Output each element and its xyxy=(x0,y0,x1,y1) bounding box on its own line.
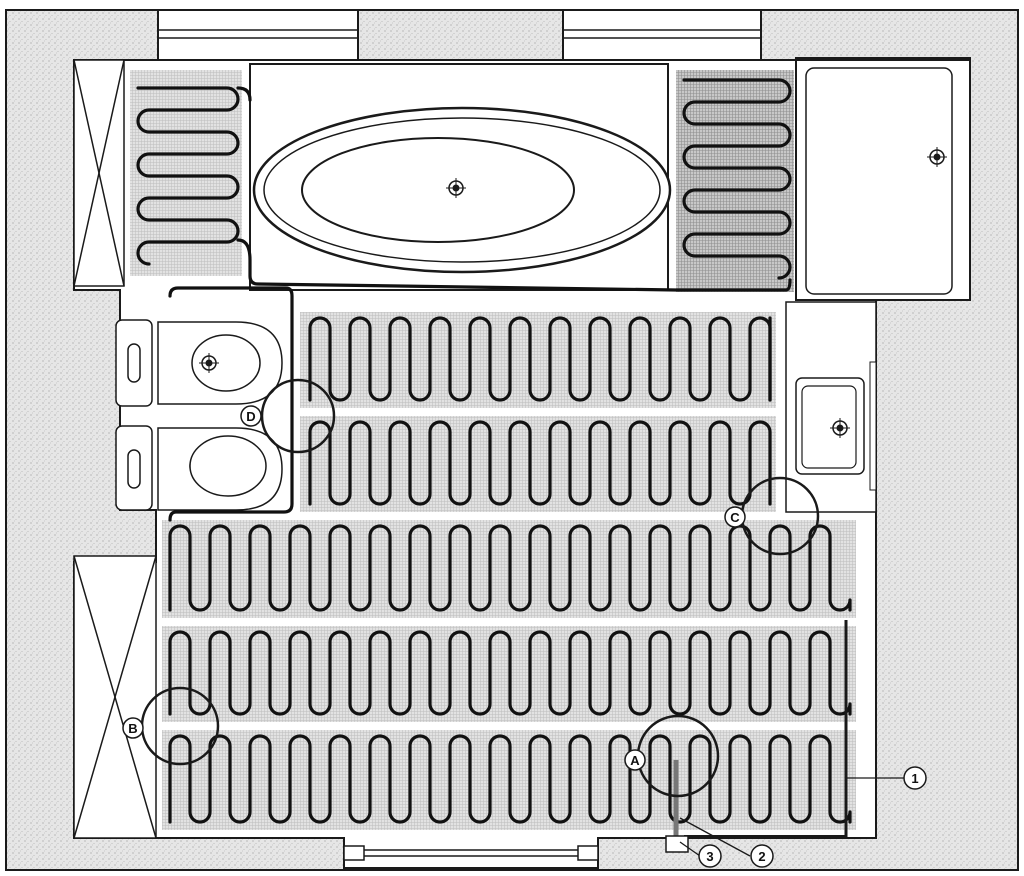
cable-run-row-4 xyxy=(168,630,852,716)
svg-text:2: 2 xyxy=(758,849,765,864)
number-1: 1 xyxy=(903,766,927,790)
svg-text:C: C xyxy=(730,510,740,525)
svg-text:1: 1 xyxy=(911,771,918,786)
feed-cable xyxy=(665,620,848,853)
cable-link-left xyxy=(236,86,252,102)
svg-text:A: A xyxy=(630,753,640,768)
number-2: 2 xyxy=(750,844,774,868)
drain-icon xyxy=(199,147,947,438)
door-icon xyxy=(343,845,599,861)
cable-run-row-2 xyxy=(308,420,772,506)
callout-D: D xyxy=(240,405,262,427)
svg-text:D: D xyxy=(246,409,255,424)
svg-text:3: 3 xyxy=(706,849,713,864)
number-3: 3 xyxy=(698,844,722,868)
callout-C: C xyxy=(724,506,746,528)
bathtub xyxy=(249,63,672,291)
cable-run-row-1 xyxy=(308,316,772,402)
cable-link-top xyxy=(236,238,792,292)
window-icon xyxy=(158,29,761,39)
svg-text:B: B xyxy=(128,721,137,736)
toilet-bidet xyxy=(115,319,283,511)
leader-lines xyxy=(679,777,904,857)
cable-link-wc xyxy=(168,286,294,522)
callout-B: B xyxy=(122,717,144,739)
vanity-sink xyxy=(785,301,877,513)
cable-run-right-top xyxy=(682,78,792,280)
callout-A: A xyxy=(624,749,646,771)
cable-run-left-top xyxy=(136,86,240,266)
cable-run-row-5 xyxy=(168,734,852,824)
shower-tray xyxy=(795,59,971,301)
cabinet-cross-icon xyxy=(73,59,157,839)
